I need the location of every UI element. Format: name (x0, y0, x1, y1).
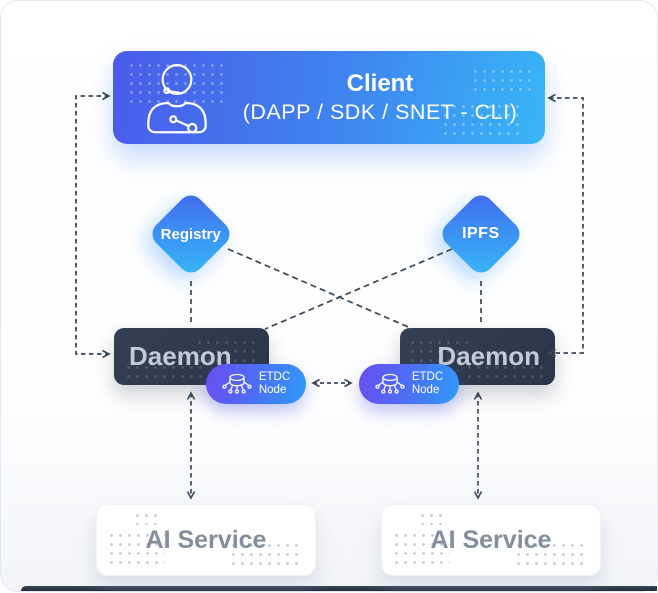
etdc-right-line1: ETDC (411, 370, 444, 383)
etdc-node-left: ETDC Node (206, 364, 306, 404)
etdc-right-line2: Node (411, 384, 440, 396)
etdc-node-right: ETDC Node (359, 364, 459, 404)
edge-client-daemon-right (549, 98, 584, 353)
etdc-left-line1: ETDC (258, 370, 291, 383)
edge-ipfs-daemon-left (264, 248, 453, 330)
ai-service-right-node: AI Service (381, 504, 601, 576)
node-cluster-icon (375, 373, 405, 394)
client-title: Client (346, 70, 414, 98)
daemon-right-label: Daemon (437, 341, 540, 371)
etdc-left-line2: Node (258, 384, 287, 396)
bottom-edge-strip (21, 586, 657, 591)
support-person-icon (113, 61, 241, 135)
edge-client-daemon-left (75, 96, 109, 354)
edge-registry-daemon-right (227, 248, 414, 330)
client-subtitle: (DAPP / SDK / SNET - CLI) (242, 100, 518, 125)
node-cluster-icon (222, 373, 252, 394)
